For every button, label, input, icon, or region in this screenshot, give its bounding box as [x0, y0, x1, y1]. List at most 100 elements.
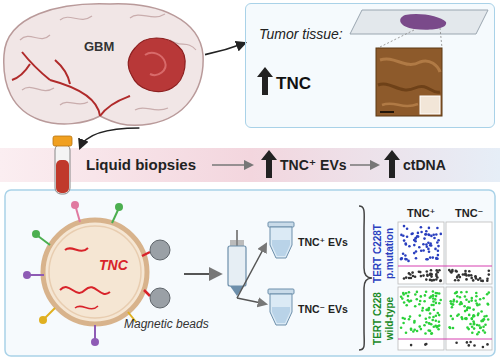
- brain-gyrus: [130, 14, 165, 18]
- negative-droplet: [425, 343, 428, 346]
- wildtype-droplet: [435, 295, 438, 298]
- bracket: [359, 206, 372, 350]
- wildtype-droplet: [407, 295, 410, 298]
- column-header: TNC⁺: [407, 207, 435, 220]
- wildtype-droplet: [426, 309, 429, 312]
- increase-arrow: [261, 150, 277, 178]
- wildtype-droplet: [466, 309, 469, 312]
- brain-drawing: [0, 0, 205, 130]
- wildtype-droplet: [456, 295, 459, 298]
- wildtype-droplet: [472, 320, 475, 323]
- wildtype-droplet: [439, 299, 442, 302]
- wildtype-droplet: [430, 332, 433, 335]
- wildtype-droplet: [429, 312, 432, 315]
- negative-droplet: [451, 269, 454, 272]
- heading: Tumor tissue:: [259, 26, 343, 42]
- wildtype-droplet: [472, 308, 475, 311]
- mutant-droplet: [425, 258, 428, 261]
- wildtype-droplet: [425, 309, 428, 312]
- negative-droplet: [465, 278, 468, 281]
- wildtype-droplet: [435, 320, 438, 323]
- heading: Liquid biopsies: [86, 156, 196, 173]
- wildtype-droplet: [402, 293, 405, 296]
- mutant-droplet: [417, 232, 420, 235]
- mutant-droplet: [415, 257, 418, 260]
- negative-droplet: [430, 275, 433, 278]
- wildtype-droplet: [418, 325, 421, 328]
- wildtype-droplet: [449, 327, 452, 330]
- histology-image: [376, 48, 442, 116]
- mutant-droplet: [422, 243, 425, 246]
- wildtype-droplet: [410, 300, 413, 303]
- protein-label: TNC: [99, 257, 128, 273]
- negative-droplet: [429, 272, 432, 275]
- mutant-droplet: [429, 242, 432, 245]
- wildtype-droplet: [484, 324, 487, 327]
- blood-vessel: [55, 60, 70, 84]
- negative-droplet: [455, 270, 458, 273]
- wildtype-droplet: [419, 314, 422, 317]
- wildtype-droplet: [449, 300, 452, 303]
- mutant-droplet: [420, 250, 423, 253]
- mutant-droplet: [425, 243, 428, 246]
- negative-droplet: [438, 269, 441, 272]
- wildtype-droplet: [407, 299, 410, 302]
- wildtype-droplet: [424, 332, 427, 335]
- negative-droplet: [430, 269, 433, 272]
- brain-gyrus: [20, 35, 50, 40]
- negative-droplet: [439, 280, 442, 283]
- wildtype-droplet: [466, 326, 469, 329]
- marker-label: ctDNA: [403, 157, 446, 173]
- wildtype-droplet: [460, 291, 463, 294]
- increase-arrow: [384, 150, 400, 178]
- glass-slide: [350, 10, 488, 48]
- wildtype-droplet: [400, 327, 403, 330]
- wildtype-droplet: [403, 301, 406, 304]
- tumor-label: GBM: [84, 40, 114, 55]
- liquid-biopsy-band: Liquid biopsiesTNC⁺ EVsctDNA: [0, 148, 500, 182]
- wildtype-droplet: [405, 304, 408, 307]
- mutant-droplet: [422, 249, 425, 252]
- brain-outline: GBM: [0, 0, 205, 130]
- negative-droplet: [486, 343, 489, 346]
- negative-droplet: [433, 279, 436, 282]
- wildtype-droplet: [457, 313, 460, 316]
- mutant-droplet: [429, 256, 432, 259]
- mutant-droplet: [406, 228, 409, 231]
- wildtype-droplet: [464, 295, 467, 298]
- wildtype-droplet: [429, 330, 432, 333]
- mutant-droplet: [435, 233, 438, 236]
- mutant-droplet: [415, 250, 418, 253]
- marker-label: TNC: [276, 74, 311, 94]
- wildtype-droplet: [482, 329, 485, 332]
- wildtype-droplet: [482, 319, 485, 322]
- mutant-droplet: [436, 241, 439, 244]
- blood-tube: [53, 136, 72, 194]
- wildtype-droplet: [479, 327, 482, 330]
- mutant-droplet: [420, 226, 423, 229]
- wildtype-droplet: [482, 297, 485, 300]
- wildtype-droplet: [471, 318, 474, 321]
- negative-droplet: [454, 279, 457, 282]
- mutant-droplet: [404, 258, 407, 261]
- wildtype-droplet: [410, 329, 413, 332]
- wildtype-droplet: [422, 307, 425, 310]
- negative-droplet: [408, 272, 411, 275]
- negative-droplet: [456, 275, 459, 278]
- mutant-droplet: [435, 257, 438, 260]
- tumor-texture: [145, 53, 166, 75]
- wildtype-droplet: [469, 323, 472, 326]
- wildtype-droplet: [448, 326, 451, 329]
- mutant-droplet: [400, 258, 403, 261]
- wildtype-droplet: [420, 328, 423, 331]
- negative-droplet: [472, 279, 475, 282]
- wildtype-droplet: [437, 312, 440, 315]
- negative-droplet: [457, 279, 460, 282]
- wildtype-droplet: [402, 322, 405, 325]
- wildtype-droplet: [486, 293, 489, 296]
- wildtype-droplet: [416, 330, 419, 333]
- sample-tube: [268, 222, 294, 258]
- wildtype-droplet: [475, 295, 478, 298]
- brain-gyrus: [60, 16, 92, 20]
- mutant-droplet: [407, 260, 410, 263]
